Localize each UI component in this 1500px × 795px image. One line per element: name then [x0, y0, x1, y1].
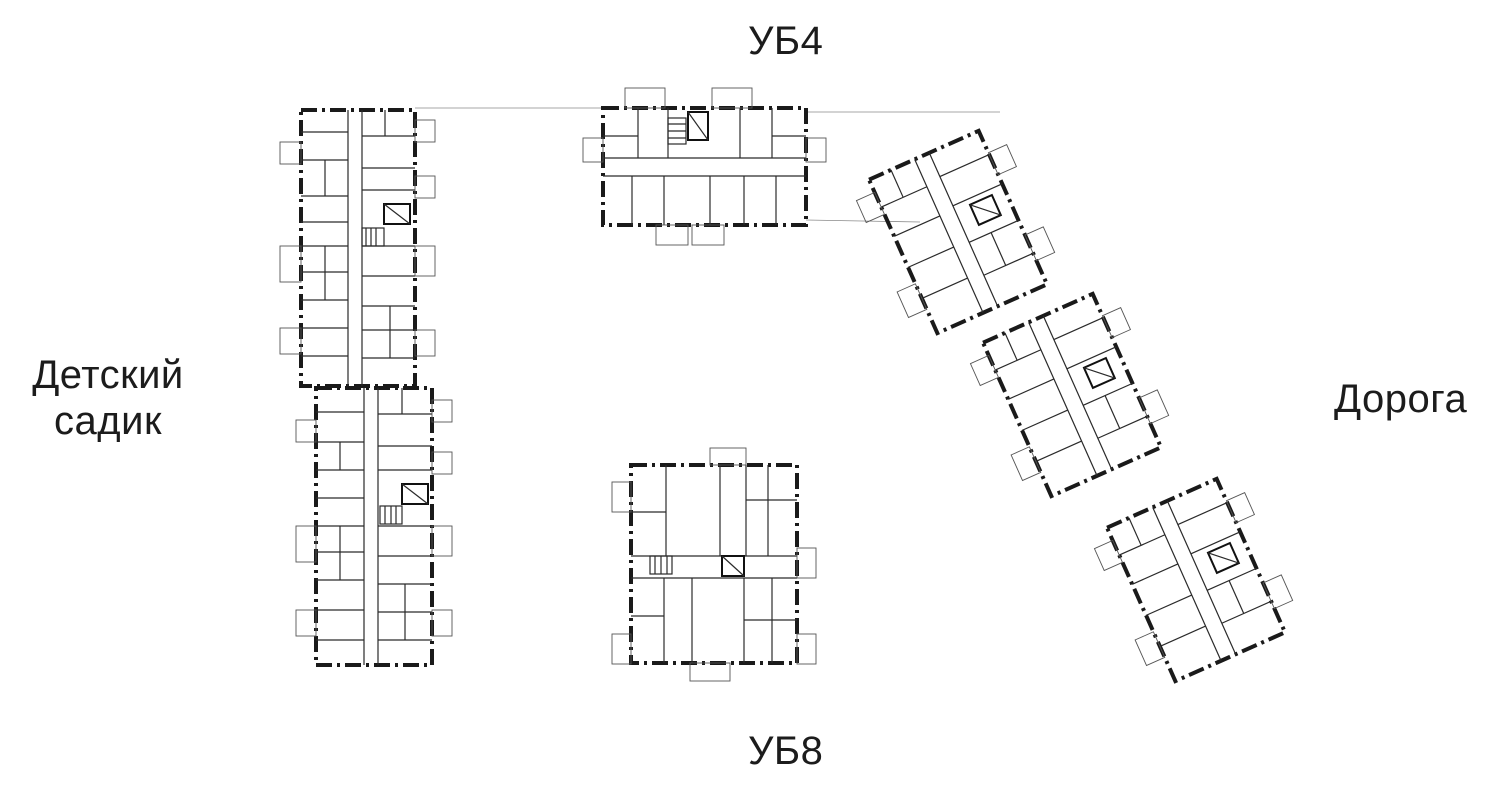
building-ub4-plan [582, 87, 827, 246]
building-left [279, 108, 453, 667]
building-left-lower-section [295, 386, 453, 667]
building-right-section-2 [969, 291, 1170, 499]
label-kindergarten: Детский садик [22, 352, 194, 444]
building-ub8-plan [611, 447, 817, 682]
label-ub8: УБ8 [748, 729, 824, 773]
site-connection-lines [415, 107, 1000, 223]
building-right [855, 128, 1294, 684]
label-ub4: УБ4 [748, 19, 824, 63]
building-left-upper-section [279, 108, 436, 388]
building-right-section-3 [1093, 476, 1294, 684]
label-kindergarten-line1: Детский [32, 353, 184, 397]
label-road: Дорога [1334, 377, 1468, 421]
building-right-section-1 [855, 128, 1056, 336]
label-kindergarten-line2: садик [54, 399, 162, 443]
